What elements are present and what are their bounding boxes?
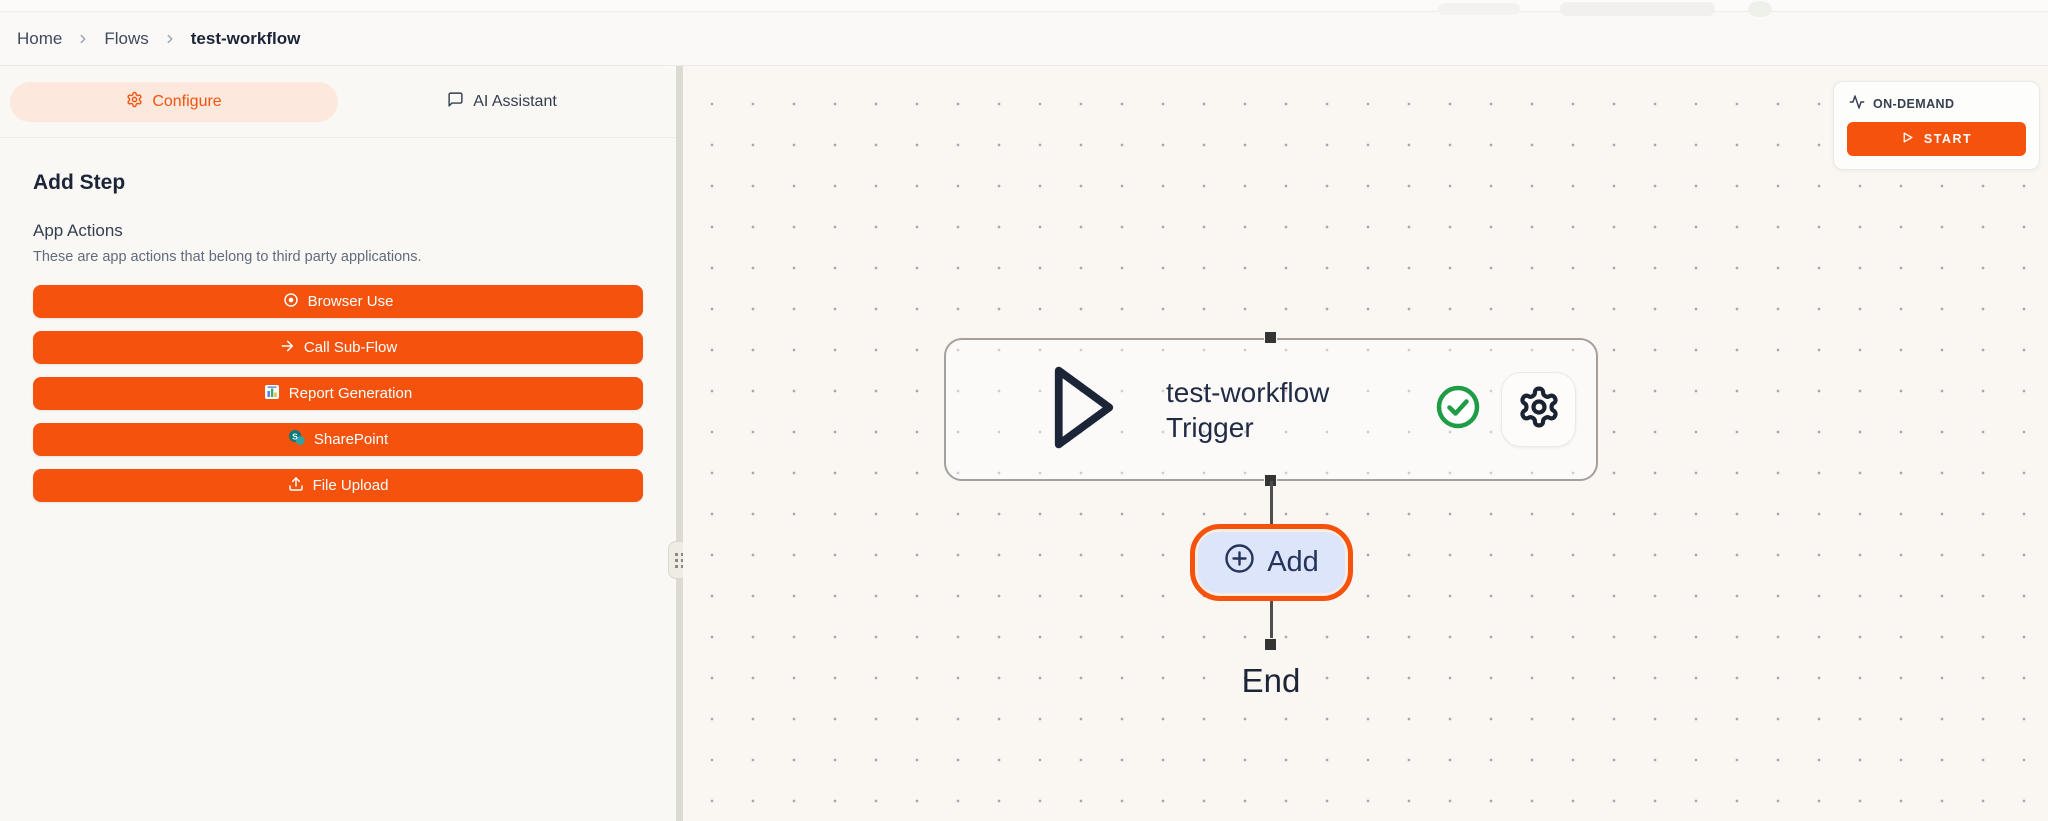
app-action-list: Browser Use Call Sub-Flow Report Generat… (33, 285, 643, 503)
start-button[interactable]: START (1847, 122, 2026, 156)
check-badge-icon (1435, 384, 1481, 435)
page-title: Add Step (33, 171, 126, 194)
chat-icon (447, 91, 464, 113)
toolbar-ghost-avatar (1748, 1, 1772, 17)
gear-icon (1517, 385, 1561, 434)
upload-icon (288, 476, 304, 496)
end-connector-handle[interactable] (1264, 638, 1277, 651)
arrow-right-icon (279, 338, 295, 358)
action-button-label: SharePoint (313, 431, 389, 449)
plus-circle-icon (1224, 543, 1255, 582)
breadcrumb-flows-link[interactable]: Flows (104, 28, 149, 48)
run-panel: ON-DEMAND START (1833, 81, 2040, 170)
add-step-button-label: Add (1267, 546, 1319, 578)
breadcrumb: Home Flows test-workflow (17, 29, 300, 49)
chevron-right-icon (76, 32, 90, 46)
action-button-browser-use[interactable]: Browser Use (33, 285, 643, 319)
action-button-file-upload[interactable]: File Upload (33, 469, 643, 503)
report-chart-icon (264, 384, 280, 404)
trigger-settings-button[interactable] (1501, 372, 1576, 447)
play-icon (1901, 131, 1914, 147)
action-button-sharepoint[interactable]: S SharePoint (33, 423, 643, 457)
action-button-call-sub-flow[interactable]: Call Sub-Flow (33, 331, 643, 365)
flow-canvas[interactable]: test-workflow Trigger Add (683, 66, 2048, 821)
main-content: Configure AI Assistant Add Step App Acti… (0, 65, 2048, 821)
play-icon (1050, 363, 1118, 457)
sidebar-panel: Configure AI Assistant Add Step App Acti… (0, 66, 676, 821)
radio-target-icon (283, 292, 299, 312)
action-button-label: File Upload (312, 477, 389, 495)
breadcrumb-current: test-workflow (190, 28, 301, 48)
tab-ai-assistant-label: AI Assistant (473, 92, 557, 110)
flow-edge (1270, 601, 1273, 638)
activity-pulse-icon (1849, 94, 1865, 113)
action-button-label: Browser Use (307, 293, 394, 311)
trigger-node-title: test-workflow Trigger (1166, 376, 1330, 443)
tab-ai-assistant[interactable]: AI Assistant (338, 82, 666, 122)
tab-configure[interactable]: Configure (10, 81, 338, 122)
run-mode-label: ON-DEMAND (1873, 96, 1955, 111)
flow-edge (1270, 481, 1273, 524)
svg-text:S: S (292, 431, 298, 441)
app-actions-description: These are app actions that belong to thi… (33, 249, 422, 266)
grip-dots-icon (675, 552, 684, 568)
sharepoint-icon: S (288, 429, 305, 450)
end-node-label: End (1241, 662, 1301, 699)
trigger-node[interactable]: test-workflow Trigger (944, 338, 1598, 481)
gear-icon (126, 91, 143, 113)
chevron-right-icon (163, 32, 177, 46)
action-button-label: Report Generation (288, 385, 413, 403)
breadcrumb-home-link[interactable]: Home (17, 28, 63, 48)
app-actions-title: App Actions (33, 221, 123, 241)
toolbar-ghost-button (1560, 2, 1715, 16)
start-button-label: START (1923, 132, 1973, 146)
add-step-panel: Add Step App Actions These are app actio… (0, 138, 676, 503)
sidebar-tab-row: Configure AI Assistant (0, 66, 676, 138)
breadcrumb-bar: Home Flows test-workflow (0, 12, 2048, 65)
run-mode-row: ON-DEMAND (1847, 94, 2026, 113)
add-step-button[interactable]: Add (1190, 524, 1353, 601)
tab-configure-label: Configure (152, 92, 222, 110)
top-toolbar-strip (0, 0, 2048, 17)
action-button-report-generation[interactable]: Report Generation (33, 377, 643, 411)
action-button-label: Call Sub-Flow (303, 339, 398, 357)
panel-divider (668, 66, 691, 821)
toolbar-ghost-button (1438, 3, 1520, 15)
node-top-connector-handle[interactable] (1264, 331, 1277, 344)
